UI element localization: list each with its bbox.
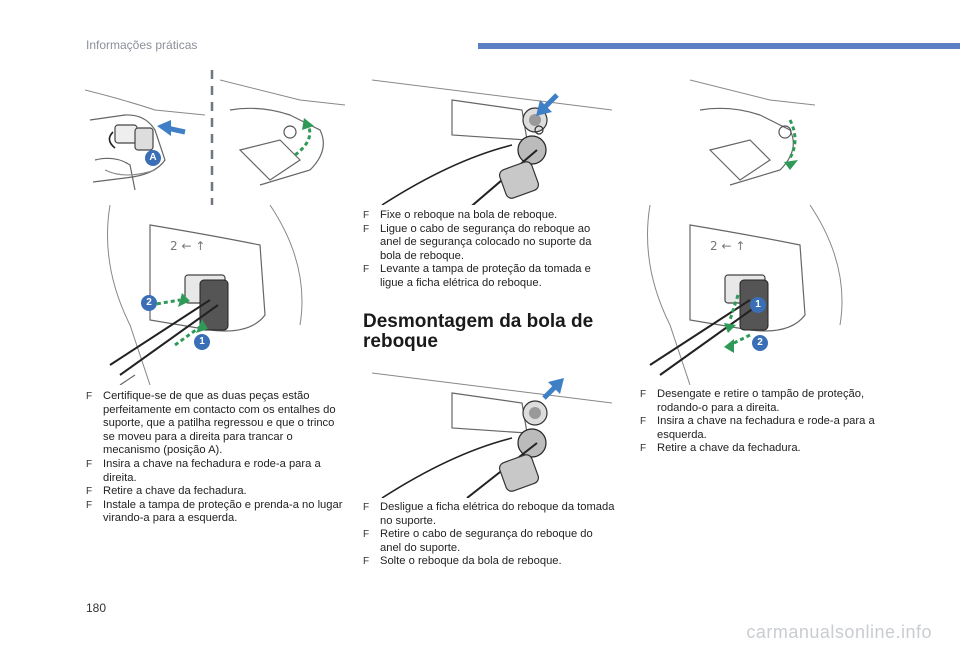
header-accent-bar bbox=[478, 43, 960, 49]
bullet-mark: F bbox=[640, 389, 647, 400]
bullet-mark: F bbox=[363, 502, 370, 513]
bullet-mark: F bbox=[86, 458, 93, 470]
callout-2-badge: 2 bbox=[752, 335, 768, 351]
figure-trailer-disconnect bbox=[372, 368, 612, 498]
instructions-install-list: F Certifique-se de que as duas peças est… bbox=[86, 390, 348, 526]
section-heading: Desmontagem da bola de reboque bbox=[363, 311, 594, 352]
bullet-mark: F bbox=[86, 391, 93, 402]
svg-text:2 ← ↑: 2 ← ↑ bbox=[710, 239, 745, 253]
list-item: F Solte o reboque da bola de reboque. bbox=[363, 555, 562, 568]
page-number: 180 bbox=[86, 601, 107, 615]
bullet-mark: F bbox=[640, 443, 647, 455]
list-item: F Fixe o reboque na bola de reboque. bbox=[363, 209, 558, 221]
list-item: F Desligue a ficha elétrica do reboque d… bbox=[363, 501, 615, 527]
svg-text:2 ← ↑: 2 ← ↑ bbox=[170, 239, 205, 253]
bullet-mark: F bbox=[86, 499, 93, 511]
list-item: F Retire a chave da fechadura. bbox=[86, 485, 247, 498]
bullet-mark: F bbox=[363, 210, 370, 221]
figure-key-lock-remove: 2 ← ↑ 1 2 bbox=[630, 205, 885, 385]
list-item: F Ligue o cabo de segurança do reboque a… bbox=[363, 222, 592, 262]
instructions-disconnect-list: F Desligue a ficha elétrica do reboque d… bbox=[363, 501, 615, 569]
list-item: F Retire a chave da fechadura. bbox=[640, 442, 801, 455]
list-item: F Instale a tampa de proteção e prenda-a… bbox=[86, 498, 343, 525]
bullet-mark: F bbox=[86, 486, 93, 498]
section-title: Informações práticas bbox=[86, 38, 198, 52]
bullet-mark: F bbox=[363, 223, 370, 235]
list-item: F Retire o cabo de segurança do reboque … bbox=[363, 528, 593, 554]
list-item: F Insira a chave na fechadura e rode-a p… bbox=[640, 415, 875, 441]
figure-key-lock-install: 2 ← ↑ 2 1 bbox=[90, 205, 345, 385]
instructions-remove-list: F Desengate e retire o tampão de proteçã… bbox=[640, 388, 902, 456]
callout-1-badge: 1 bbox=[194, 334, 210, 350]
list-item: F Desengate e retire o tampão de proteçã… bbox=[640, 388, 865, 414]
callout-2-badge: 2 bbox=[141, 295, 157, 311]
figure-latch-position-a: A bbox=[85, 70, 205, 190]
list-item: F Levante a tampa de proteção da tomada … bbox=[363, 263, 591, 289]
bullet-mark: F bbox=[363, 556, 370, 568]
figure-divider-dashed bbox=[210, 70, 214, 205]
bullet-mark: F bbox=[363, 529, 370, 541]
watermark: carmanualsonline.info bbox=[746, 622, 932, 642]
list-item: F Insira a chave na fechadura e rode-a p… bbox=[86, 457, 321, 484]
instructions-connect-list: F Fixe o reboque na bola de reboque. F L… bbox=[363, 209, 613, 291]
callout-a-badge: A bbox=[145, 150, 161, 166]
list-item: F Certifique-se de que as duas peças est… bbox=[86, 390, 336, 457]
bullet-mark: F bbox=[640, 416, 647, 428]
bullet-mark: F bbox=[363, 264, 370, 276]
figure-cap-rotation bbox=[220, 70, 345, 195]
figure-trailer-connect bbox=[372, 70, 612, 205]
callout-1-badge: 1 bbox=[750, 297, 766, 313]
figure-cap-removal bbox=[690, 70, 815, 195]
